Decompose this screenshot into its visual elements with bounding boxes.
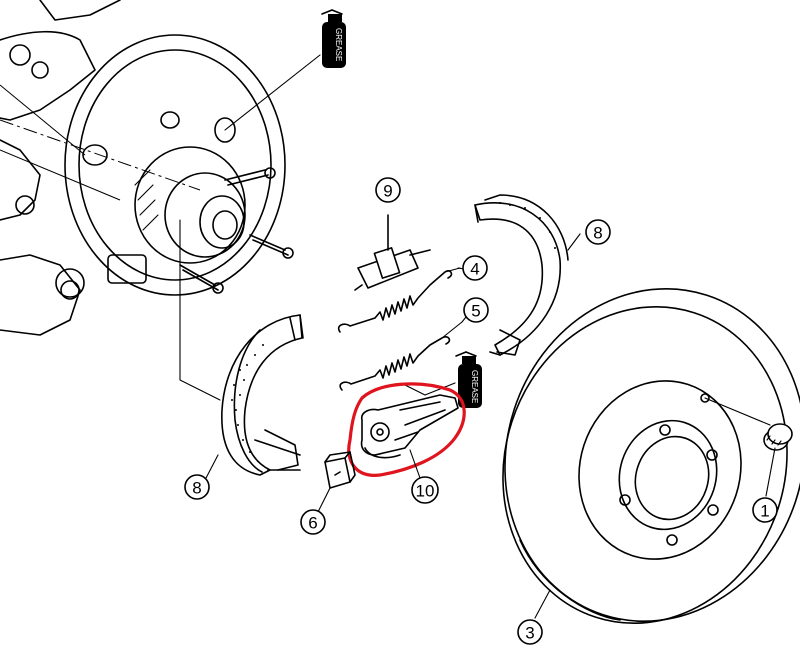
callout-c3: 3 xyxy=(517,619,543,645)
callout-number: 3 xyxy=(525,624,534,643)
callout-number: 8 xyxy=(192,479,201,498)
callout-number: 10 xyxy=(416,482,435,501)
grease-label: GREASE xyxy=(470,370,479,403)
callout-circle xyxy=(517,619,543,645)
leader-line xyxy=(179,219,221,401)
callout-circle xyxy=(585,219,611,245)
brake-disc-rotor xyxy=(502,288,800,624)
callout-circle xyxy=(463,297,489,323)
callout-circle xyxy=(300,509,326,535)
callout-c1: 1 xyxy=(752,497,778,523)
callout-circle xyxy=(462,255,488,281)
leader-line xyxy=(765,447,776,497)
callout-c5: 5 xyxy=(463,297,489,323)
callout-number: 5 xyxy=(471,302,480,321)
leader-line xyxy=(317,487,331,513)
callout-c8a: 8 xyxy=(184,474,210,500)
brake-shoe-left xyxy=(221,314,304,476)
callout-c10: 10 xyxy=(411,476,439,504)
callout-circle xyxy=(752,497,778,523)
callout-circle xyxy=(375,177,401,203)
adjuster-assembly xyxy=(354,214,431,291)
callout-number: 4 xyxy=(470,260,479,279)
spring-upper xyxy=(337,267,461,333)
leader-line xyxy=(409,449,421,479)
brake-shoe-right xyxy=(474,194,569,356)
leader-line xyxy=(534,589,551,619)
callout-c6: 6 xyxy=(300,509,326,535)
callout-circle xyxy=(411,476,439,504)
callout-number: 6 xyxy=(308,514,317,533)
leader-line xyxy=(567,233,581,251)
leader-line xyxy=(204,454,219,481)
rotor-plug xyxy=(763,423,793,451)
callout-number: 9 xyxy=(383,182,392,201)
grease-label: GREASE xyxy=(334,28,343,61)
grease-can-middle: GREASE xyxy=(455,351,482,408)
parking-brake-lever xyxy=(360,394,459,459)
hold-down-clip xyxy=(324,451,356,489)
hub-knuckle-assembly xyxy=(0,0,294,336)
highlight-outline xyxy=(347,382,466,477)
callout-number: 8 xyxy=(593,224,602,243)
callout-circle xyxy=(184,474,210,500)
leader-line xyxy=(224,54,321,131)
grease-can-top: GREASE xyxy=(321,9,346,68)
callout-c4: 4 xyxy=(462,255,488,281)
leader-line xyxy=(704,397,771,426)
callout-c9: 9 xyxy=(375,177,401,203)
callout-number: 1 xyxy=(760,502,769,521)
callout-c8b: 8 xyxy=(585,219,611,245)
spring-lower xyxy=(339,321,463,391)
